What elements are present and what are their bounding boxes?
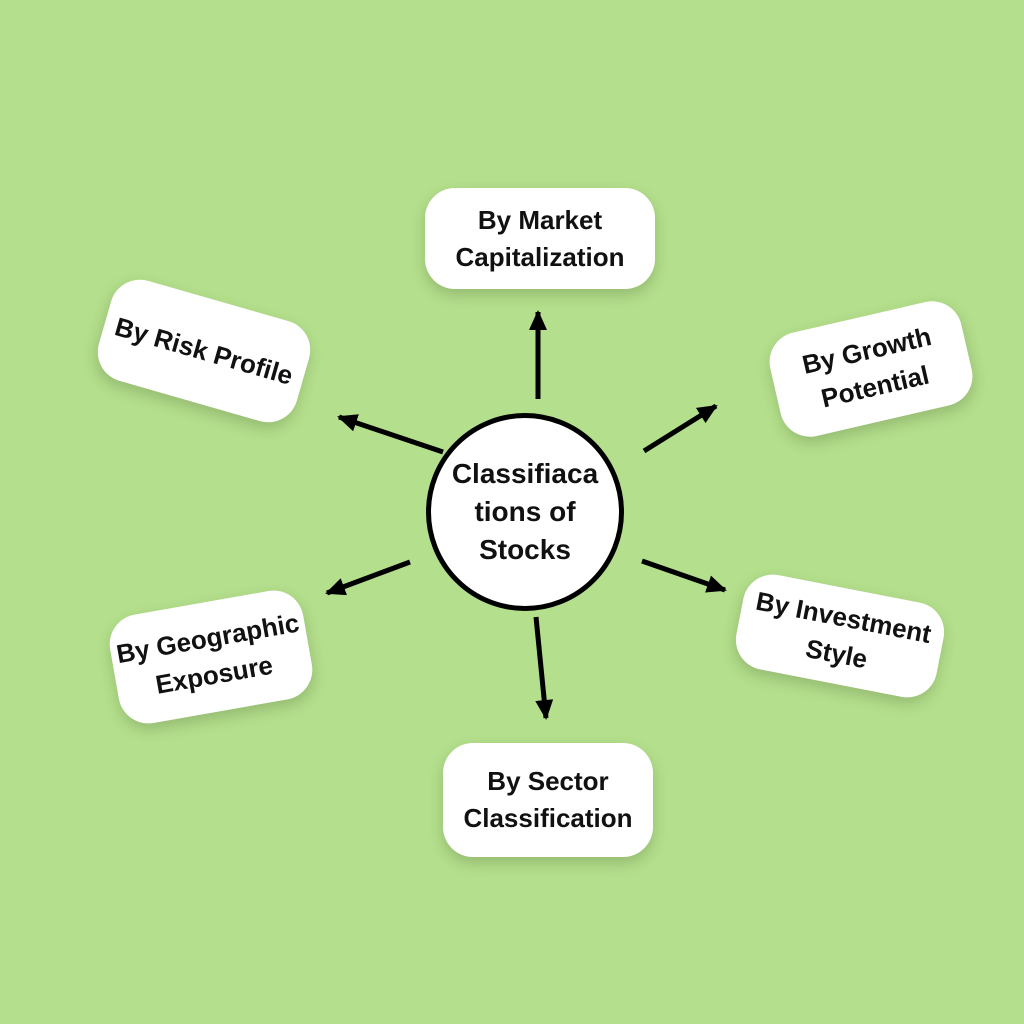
node-label-line: Capitalization [455, 241, 625, 272]
node-label-line: By Risk Profile [111, 310, 297, 391]
node-by-risk-profile: By Risk Profile [90, 272, 318, 430]
center-node-line: Stocks [479, 534, 571, 565]
node-label-line: By Sector [487, 766, 609, 796]
node-label-line: By Market [477, 204, 603, 235]
node-by-market-capitalization: By Market Capitalization [425, 188, 655, 289]
node-label-line: Classification [463, 803, 633, 833]
center-node-classifications-of-stocks: Classifiaca tions of Stocks [426, 413, 624, 611]
arrow-to-growth-potential [642, 403, 718, 454]
arrow-to-sector-classification [533, 616, 554, 720]
node-by-geographic-exposure: By Geographic Exposure [104, 585, 318, 729]
arrow-to-geographic-exposure [325, 559, 411, 596]
center-node-line: Classifiaca [451, 458, 599, 489]
arrow-to-risk-profile [337, 414, 444, 455]
node-by-investment-style: By Investment Style [730, 569, 950, 703]
node-by-growth-potential: By Growth Potential [763, 295, 979, 443]
arrow-to-investment-style [641, 558, 727, 593]
center-node-line: tions of [474, 496, 576, 527]
node-by-sector-classification: By Sector Classification [443, 743, 653, 857]
